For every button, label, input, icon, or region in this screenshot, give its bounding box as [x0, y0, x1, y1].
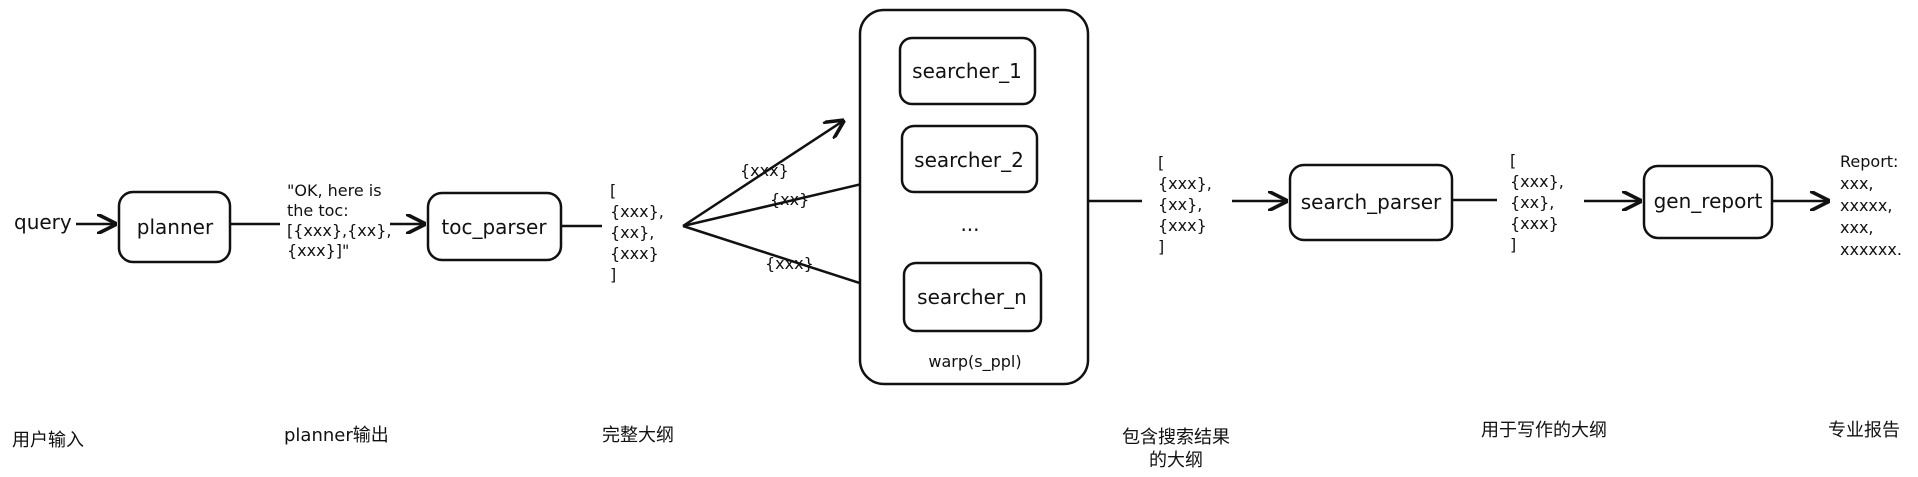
parser-output-line-4: {xxx} [1510, 214, 1559, 233]
caption-user-input: 用户输入 [12, 430, 84, 451]
planner-output-line-4: {xxx}]" [287, 241, 349, 260]
search-output-line-1: [ [1158, 153, 1164, 172]
planner-label: planner [137, 215, 214, 239]
search-output-line-2: {xxx}, [1158, 174, 1212, 193]
planner-output-text: "OK, here is the toc: [{xxx},{xx}, {xxx}… [287, 181, 391, 260]
planner-node [117, 190, 232, 264]
query-label: query [14, 210, 72, 234]
toc-output-line-2: {xxx}, [610, 202, 664, 221]
searcher-n-label: searcher_n [917, 285, 1027, 309]
toc-output-line-1: [ [610, 181, 616, 200]
parser-output-line-2: {xxx}, [1510, 172, 1564, 191]
searcher-ellipsis: ... [960, 212, 979, 236]
edge-label-bottom: {xxx} [765, 254, 814, 273]
edge-label-top: {xxx} [740, 161, 789, 180]
edge-label-middle: {xx} [770, 190, 809, 209]
searcher-2-label: searcher_2 [914, 148, 1024, 172]
gen-report-label: gen_report [1654, 189, 1763, 213]
parser-output-line-1: [ [1510, 151, 1516, 170]
search-parser-node [1288, 163, 1454, 242]
search-output-line-4: {xxx} [1158, 216, 1207, 235]
search-output-text: [ {xxx}, {xx}, {xxx} ] [1158, 153, 1212, 256]
search-output-line-5: ] [1158, 237, 1164, 256]
parser-output-line-5: ] [1510, 235, 1516, 254]
planner-output-line-3: [{xxx},{xx}, [287, 221, 391, 240]
report-output-line-3: xxxxx, [1840, 196, 1892, 215]
toc-output-line-5: ] [610, 265, 616, 284]
toc-parser-label: toc_parser [441, 215, 547, 239]
report-output-line-5: xxxxxx. [1840, 240, 1902, 259]
fan-arrow-top [682, 121, 843, 228]
report-output-text: Report: xxx, xxxxx, xxx, xxxxxx. [1840, 152, 1902, 259]
caption-professional-report: 专业报告 [1828, 420, 1900, 441]
report-output-line-2: xxx, [1840, 174, 1874, 193]
caption-outline-with-results-line-1: 包含搜索结果 [1122, 427, 1230, 448]
search-output-line-3: {xx}, [1158, 195, 1202, 214]
parser-output-line-3: {xx}, [1510, 193, 1554, 212]
toc-output-line-4: {xxx} [610, 244, 659, 263]
wrapper-label: warp(s_ppl) [928, 352, 1021, 372]
searcher-n-node [902, 261, 1043, 333]
searcher-1-label: searcher_1 [912, 59, 1022, 83]
report-output-line-1: Report: [1840, 152, 1898, 171]
search-parser-label: search_parser [1301, 190, 1442, 214]
report-output-line-4: xxx, [1840, 218, 1874, 237]
caption-outline-for-writing: 用于写作的大纲 [1481, 420, 1607, 441]
searcher-2-node [900, 124, 1039, 194]
toc-output-text: [ {xxx}, {xx}, {xxx} ] [610, 181, 664, 284]
caption-outline-with-results-line-2: 的大纲 [1149, 450, 1203, 471]
caption-full-outline: 完整大纲 [602, 425, 674, 446]
planner-output-line-2: the toc: [287, 201, 349, 220]
planner-output-line-1: "OK, here is [287, 181, 382, 200]
caption-planner-output: planner输出 [284, 425, 389, 446]
searcher-1-node [898, 36, 1037, 106]
toc-output-line-3: {xx}, [610, 223, 654, 242]
parser-output-text: [ {xxx}, {xx}, {xxx} ] [1510, 151, 1564, 254]
